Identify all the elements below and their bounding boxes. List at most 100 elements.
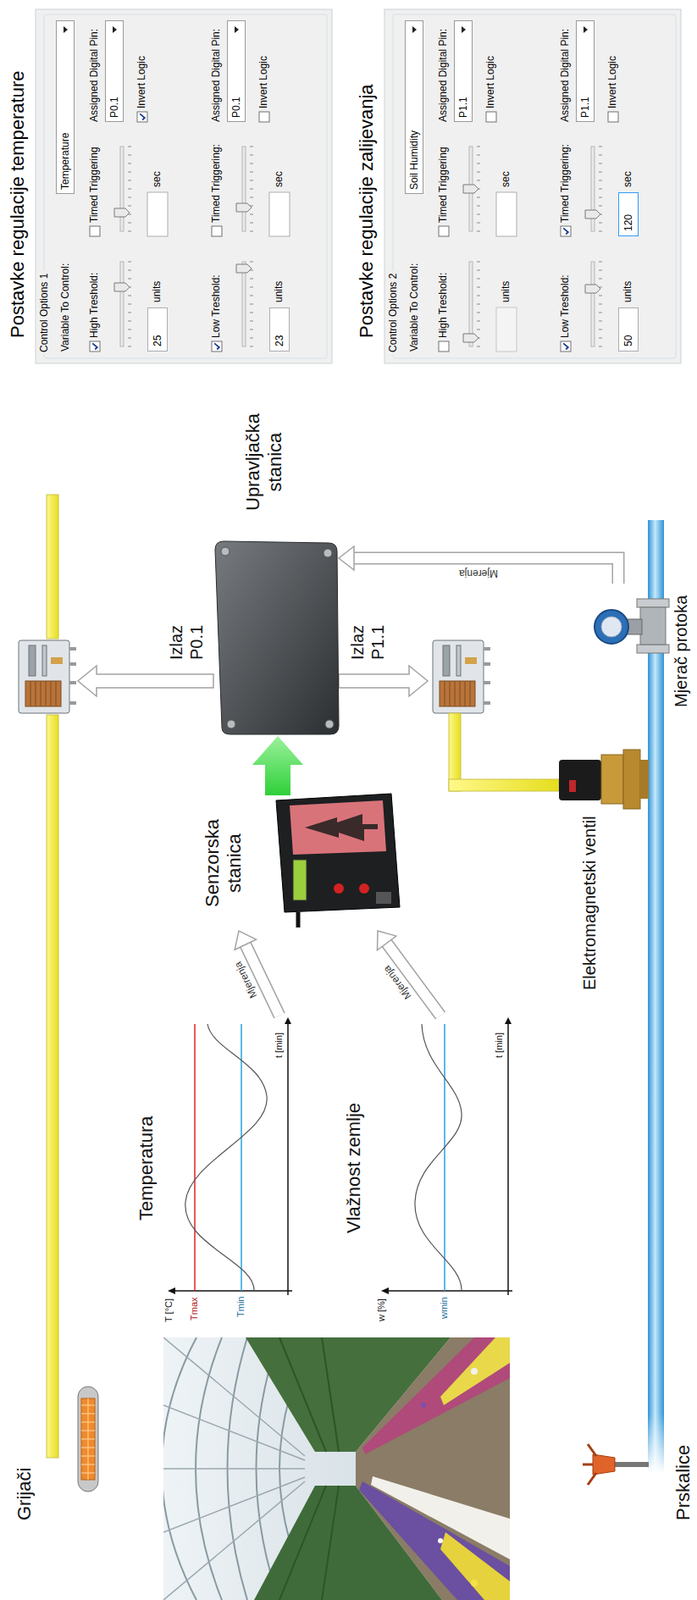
field-value: P0.1 [107, 38, 122, 118]
component-label: Elektromagnetski ventil [579, 815, 600, 991]
greenhouse-photo [163, 1337, 510, 1600]
settings-panel-widgets [591, 261, 603, 347]
humidity-chart [504, 1017, 512, 1024]
settings-panel-widgets [211, 341, 222, 352]
field-value: P0.1 [229, 38, 244, 118]
settings-panel-widgets [89, 226, 100, 237]
sensor-station-icon [304, 813, 378, 841]
settings-panel-widgets [242, 146, 254, 232]
settings-panel-widgets [438, 341, 449, 352]
output-pin-label: Izlaz P1.1 [347, 625, 388, 660]
sprinkler-icon [592, 1454, 615, 1475]
solenoid-valve-icon [601, 754, 624, 804]
flow-meter-icon [594, 598, 670, 653]
settings-panel-widgets [463, 184, 479, 194]
field-label: Timed Triggering [437, 146, 449, 223]
flow-meter-icon [601, 616, 622, 637]
settings-panel-widgets [438, 226, 449, 237]
temperature-chart [240, 1023, 243, 1291]
control-station-icon [226, 719, 236, 729]
dropdown-field: P0.1 [226, 20, 246, 122]
text-field: 23 [269, 307, 290, 352]
greenhouse-photo [163, 1337, 510, 1600]
settings-panel-widgets [560, 226, 571, 237]
flow-meter-icon [640, 607, 666, 645]
settings-panel-widgets [384, 9, 681, 364]
field-label: High Treshold: [88, 272, 100, 338]
humidity-chart [381, 1017, 513, 1295]
greenhouse-photo [470, 1579, 478, 1587]
sprinkler-icon [613, 1461, 649, 1467]
field-label: Timed Triggering: [558, 143, 571, 223]
settings-panel-widgets [211, 226, 222, 237]
meter-box: Mjerač protoka [587, 583, 693, 720]
settings-panel-widgets [496, 307, 517, 352]
water-pipe [647, 519, 664, 1473]
field-label: Invert Logic [257, 55, 270, 109]
sensor-station-icon [376, 891, 392, 904]
dropdown-field: P0.1 [105, 20, 124, 122]
measurement-arrow [376, 930, 441, 1016]
temperature-chart [173, 1289, 293, 1292]
sensor-station-icon [296, 912, 301, 928]
humidity-chart [414, 1023, 462, 1290]
axis-label: w [%] [376, 1298, 388, 1322]
heater-icon [81, 1398, 95, 1480]
settings-panel-widgets [147, 192, 168, 237]
panel-heading: Postavke regulacije temperature [6, 71, 29, 339]
arrow-head [338, 546, 355, 570]
settings-panel-widgets [384, 9, 681, 364]
temperature-chart [185, 1023, 267, 1290]
field-label: High Treshold: [437, 272, 449, 338]
settings-panel-widgets [35, 9, 332, 364]
relay-icon [432, 640, 491, 714]
station-box: Senzorska stanica [201, 795, 401, 931]
solenoid-valve-icon [569, 779, 576, 792]
settings-panel-widgets [463, 333, 479, 343]
settings-panel-widgets [585, 210, 601, 219]
settings-panel-widgets [259, 111, 270, 122]
flow-meter-icon [636, 644, 670, 653]
field-value: 23 [272, 312, 287, 347]
arrow-shaft [265, 764, 291, 796]
chart-title: Temperatura [135, 1115, 158, 1221]
chart-block: Temperatura [135, 1015, 305, 1321]
sensor-station-icon [276, 793, 400, 913]
settings-panel: Postavke regulacije temperatureControl O… [6, 9, 332, 364]
chart-block: Vlažnost zemlje [342, 1015, 517, 1321]
field-value: 120 [621, 197, 636, 232]
group-title: Control Options 1 [38, 271, 50, 355]
field-value: 25 [150, 312, 165, 347]
heater-icon [81, 1398, 95, 1480]
axis-label: wmin [438, 1296, 450, 1319]
unit-label: sec [150, 171, 163, 188]
unit-label: units [272, 281, 285, 303]
heater-icon [77, 1386, 99, 1492]
sensor-station-icon [333, 883, 344, 894]
field-label: Variable To Control: [408, 263, 421, 352]
greenhouse-photo [440, 1337, 510, 1406]
settings-panel-widgets [560, 341, 571, 352]
axis-label: t [min] [493, 1032, 505, 1058]
temperature-chart [193, 1023, 196, 1291]
greenhouse-photo [437, 1537, 443, 1544]
control-station-icon [323, 548, 332, 558]
settings-panel-widgets [114, 208, 130, 217]
humidity-chart [507, 1023, 509, 1295]
unit-label: sec [272, 171, 285, 188]
temperature-chart [287, 1023, 289, 1295]
panel-heading: Postavke regulacije zalijevanja [355, 83, 378, 338]
dropdown-field: P1.1 [453, 20, 473, 122]
temperature-chart [167, 1017, 293, 1295]
humidity-chart [387, 1289, 513, 1292]
dropdown-field: P1.1 [575, 20, 595, 122]
water-pipe [647, 1413, 664, 1473]
field-value: Soil Humidity [407, 38, 421, 190]
settings-panel-widgets [496, 192, 517, 237]
edge-label: Mjerenja [459, 567, 498, 580]
settings-panel-widgets [392, 14, 676, 359]
valve-wire [448, 713, 559, 792]
data-link-arrow [252, 735, 304, 796]
field-value: P1.1 [456, 38, 471, 118]
